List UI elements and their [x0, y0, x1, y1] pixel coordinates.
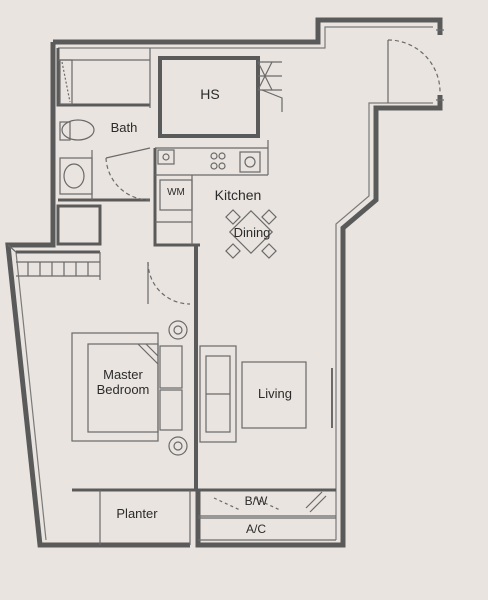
hs-label: HS [200, 86, 220, 102]
ac-label: A/C [245, 522, 266, 536]
bw-ac-ledge [196, 488, 336, 541]
hs-room [158, 56, 283, 138]
dining-label: Dining [233, 225, 271, 240]
master-bedroom-label: Master Bedroom [88, 367, 158, 398]
planter-label: Planter [116, 506, 158, 521]
entrance-door [387, 29, 444, 103]
master-bedroom-line1: Master [103, 367, 143, 382]
bath-room [56, 48, 151, 202]
living-rug [241, 361, 307, 429]
bedroom-walls [16, 245, 198, 490]
kitchen-label: Kitchen [214, 187, 262, 203]
master-bedroom-line2: Bedroom [96, 381, 150, 397]
sofa [199, 345, 237, 443]
outer-wall-east [195, 95, 443, 548]
dining-table [225, 209, 277, 259]
bw-label: B/W [244, 494, 268, 508]
living-label: Living [258, 386, 292, 401]
kitchen-counter [153, 140, 269, 247]
wm-label: WM [167, 187, 185, 198]
master-bed [71, 320, 188, 456]
bath-label: Bath [110, 120, 138, 135]
planter-box [72, 488, 196, 545]
outer-wall [53, 17, 443, 45]
